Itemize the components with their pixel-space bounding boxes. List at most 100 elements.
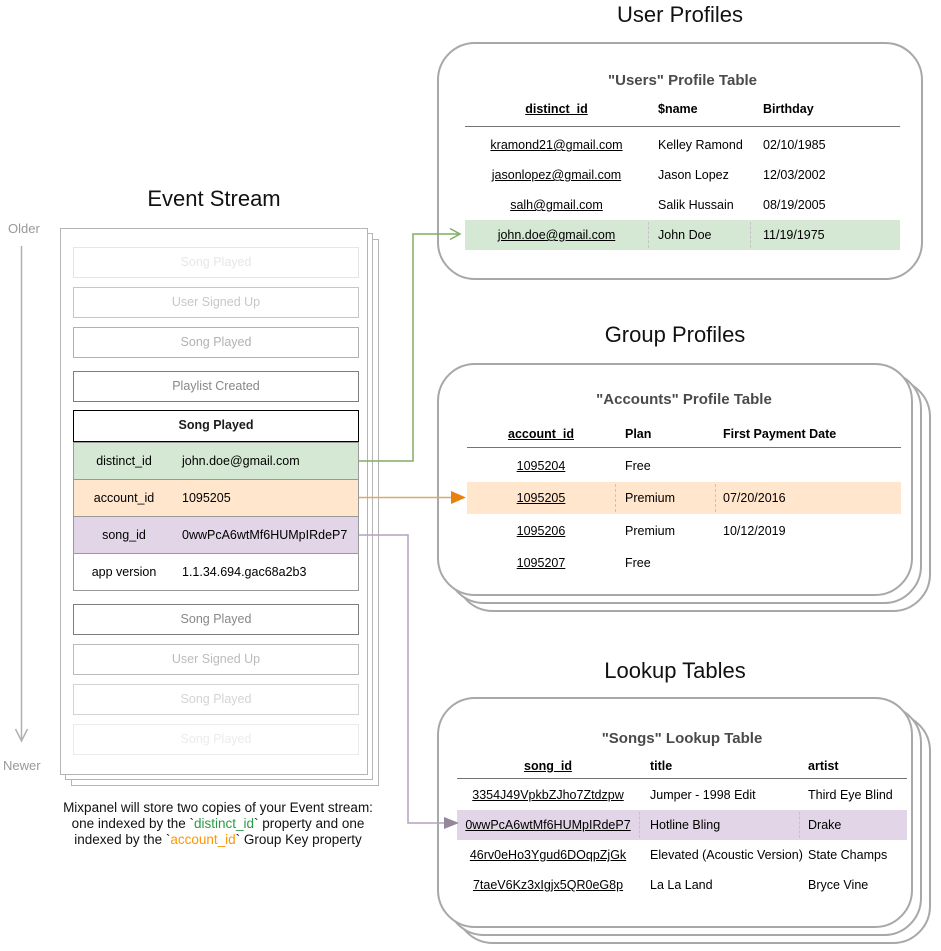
- table-row: 46rv0eHo3Ygud6DOqpZjGk Elevated (Acousti…: [457, 840, 907, 870]
- cell-separator: [615, 484, 616, 512]
- table-row: jasonlopez@gmail.com Jason Lopez 12/03/2…: [465, 160, 900, 190]
- cell-song-id: 7taeV6Kz3xIgjx5QR0eG8p: [472, 878, 624, 892]
- event-box-song-played-3: Song Played: [73, 604, 359, 635]
- cell-artist: Third Eye Blind: [808, 788, 893, 802]
- cell-birthday: 08/19/2005: [763, 198, 826, 212]
- caption-distinct-id-code: distinct_id: [193, 816, 255, 831]
- accounts-table-title: "Accounts" Profile Table: [596, 391, 772, 408]
- table-row-highlighted-john-doe: john.doe@gmail.com John Doe 11/19/1975: [465, 220, 900, 250]
- event-property-row-distinct-id: distinct_id john.doe@gmail.com: [73, 442, 359, 480]
- event-box-user-signed-up-1: User Signed Up: [73, 287, 359, 318]
- cell-song-id: 46rv0eHo3Ygud6DOqpZjGk: [469, 848, 627, 862]
- group-profiles-title: Group Profiles: [604, 322, 746, 347]
- event-stream-title: Event Stream: [147, 186, 281, 211]
- property-value: 0wwPcA6wtMf6HUMpIRdeP7: [182, 528, 348, 542]
- header-divider: [467, 447, 901, 448]
- cell-separator: [648, 222, 649, 248]
- column-header-artist: artist: [808, 759, 839, 773]
- older-label: Older: [8, 221, 40, 236]
- cell-account-id: 1095207: [516, 556, 566, 570]
- caption-line2-post: ` property and one: [254, 816, 365, 831]
- users-table-title: "Users" Profile Table: [608, 72, 757, 89]
- timeline-older-newer-arrow: [14, 246, 29, 743]
- cell-distinct-id: jasonlopez@gmail.com: [491, 168, 622, 182]
- column-header-title: title: [650, 759, 673, 773]
- property-key: account_id: [93, 491, 155, 505]
- table-row: 7taeV6Kz3xIgjx5QR0eG8p La La Land Bryce …: [457, 870, 907, 900]
- cell-separator: [715, 484, 716, 512]
- cell-song-id: 3354J49VpkbZJho7Ztdzpw: [472, 788, 624, 802]
- table-row: salh@gmail.com Salik Hussain 08/19/2005: [465, 190, 900, 220]
- table-row: 1095207 Free: [467, 547, 901, 579]
- table-row: 1095204 Free: [467, 450, 901, 482]
- event-property-row-song-id: song_id 0wwPcA6wtMf6HUMpIRdeP7: [73, 516, 359, 554]
- cell-separator: [639, 812, 640, 838]
- property-value: 1.1.34.694.gac68a2b3: [182, 565, 307, 579]
- table-row-highlighted-hotline-bling: 0wwPcA6wtMf6HUMpIRdeP7 Hotline Bling Dra…: [457, 810, 907, 840]
- caption-line3-pre: indexed by the `: [74, 832, 171, 847]
- caption-line1: Mixpanel will store two copies of your E…: [63, 800, 373, 815]
- cell-plan: Premium: [625, 524, 676, 538]
- table-row: kramond21@gmail.com Kelley Ramond 02/10/…: [465, 130, 900, 160]
- cell-birthday: 02/10/1985: [763, 138, 826, 152]
- table-header-row: distinct_id $name Birthday: [465, 100, 900, 118]
- cell-name: John Doe: [658, 228, 712, 242]
- cell-birthday: 12/03/2002: [763, 168, 826, 182]
- songs-table-title: "Songs" Lookup Table: [601, 730, 763, 747]
- event-box-user-signed-up-2: User Signed Up: [73, 644, 359, 675]
- cell-distinct-id: salh@gmail.com: [510, 198, 603, 212]
- event-box-song-played-1: Song Played: [73, 247, 359, 278]
- cell-name: Jason Lopez: [658, 168, 729, 182]
- cell-name: Kelley Ramond: [658, 138, 743, 152]
- cell-account-id: 1095205: [516, 491, 566, 505]
- property-value: john.doe@gmail.com: [182, 454, 300, 468]
- table-header-row: account_id Plan First Payment Date: [467, 425, 901, 443]
- property-key: distinct_id: [96, 454, 152, 468]
- header-divider: [457, 778, 907, 779]
- event-box-song-played-4: Song Played: [73, 684, 359, 715]
- property-key: song_id: [102, 528, 146, 542]
- property-key: app version: [91, 565, 157, 579]
- column-header-birthday: Birthday: [763, 102, 814, 116]
- caption-line2-pre: one indexed by the `: [71, 816, 194, 831]
- cell-separator: [750, 222, 751, 248]
- table-row: 1095206 Premium 10/12/2019: [467, 515, 901, 547]
- column-header-song-id: song_id: [524, 759, 572, 773]
- table-row: 3354J49VpkbZJho7Ztdzpw Jumper - 1998 Edi…: [457, 780, 907, 810]
- header-divider: [465, 126, 900, 127]
- event-property-row-account-id: account_id 1095205: [73, 479, 359, 517]
- caption-line3-post: ` Group Key property: [235, 832, 362, 847]
- cell-plan: Free: [625, 459, 651, 473]
- cell-account-id: 1095206: [516, 524, 566, 538]
- event-box-playlist-created: Playlist Created: [73, 371, 359, 402]
- cell-title: Jumper - 1998 Edit: [650, 788, 756, 802]
- event-stream-caption: Mixpanel will store two copies of your E…: [38, 800, 398, 848]
- lookup-tables-title: Lookup Tables: [604, 658, 746, 683]
- property-value: 1095205: [182, 491, 231, 505]
- cell-song-id: 0wwPcA6wtMf6HUMpIRdeP7: [465, 818, 631, 832]
- cell-first-payment-date: 07/20/2016: [723, 491, 786, 505]
- cell-distinct-id: john.doe@gmail.com: [497, 228, 616, 242]
- column-header-distinct-id: distinct_id: [525, 102, 588, 116]
- event-box-song-played-5: Song Played: [73, 724, 359, 755]
- table-row-highlighted-1095205: 1095205 Premium 07/20/2016: [467, 482, 901, 514]
- cell-artist: Bryce Vine: [808, 878, 869, 892]
- cell-artist: Drake: [808, 818, 842, 832]
- accounts-profile-card: [437, 363, 913, 596]
- column-header-account-id: account_id: [508, 427, 574, 441]
- table-header-row: song_id title artist: [457, 757, 907, 775]
- column-header-first-payment-date: First Payment Date: [723, 427, 837, 441]
- cell-separator: [799, 812, 800, 838]
- cell-title: Hotline Bling: [650, 818, 721, 832]
- cell-first-payment-date: 10/12/2019: [723, 524, 786, 538]
- event-box-song-played-2: Song Played: [73, 327, 359, 358]
- songs-lookup-table: song_id title artist 3354J49VpkbZJho7Ztd…: [457, 757, 907, 905]
- cell-title: Elevated (Acoustic Version): [650, 848, 803, 862]
- cell-distinct-id: kramond21@gmail.com: [490, 138, 623, 152]
- event-property-row-app-version: app version 1.1.34.694.gac68a2b3: [73, 553, 359, 591]
- users-profile-table: distinct_id $name Birthday kramond21@gma…: [465, 100, 900, 252]
- caption-account-id-code: account_id: [170, 832, 236, 847]
- cell-account-id: 1095204: [516, 459, 566, 473]
- cell-artist: State Champs: [808, 848, 888, 862]
